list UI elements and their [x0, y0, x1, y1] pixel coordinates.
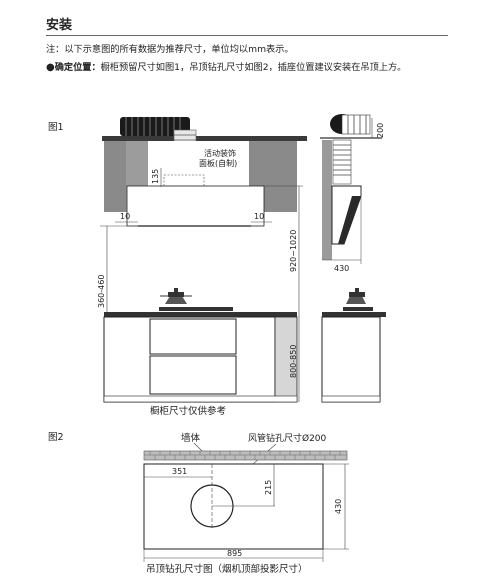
- side-pot-icon: [343, 288, 373, 311]
- countertop: [104, 312, 297, 317]
- panel-label-2: 面板(自制): [199, 158, 237, 168]
- dim-920-1020: 920~1020: [289, 230, 298, 272]
- wall-leader: [193, 442, 203, 452]
- dim-430: 430: [334, 499, 343, 514]
- side-countertop: [322, 312, 386, 317]
- dim-135: 135: [151, 169, 160, 184]
- side-upper-cabinet: [322, 140, 332, 260]
- dim-215: 215: [264, 480, 273, 495]
- section-title: 安装: [46, 18, 73, 33]
- side-hood-profile: [331, 185, 362, 245]
- figure-1-caption: 橱柜尺寸仅供参考: [150, 405, 226, 417]
- drawer-top: [149, 318, 237, 355]
- hood-body: [126, 185, 265, 227]
- duct-hole-label: 风管钻孔尺寸Ø200: [248, 432, 327, 444]
- dim-895: 895: [227, 549, 242, 558]
- dim-10-right: 10: [254, 212, 264, 221]
- base-plinth: [103, 395, 298, 403]
- note-text: 注：以下示意图的所有数据为推荐尺寸，单位均以mm表示。: [46, 44, 294, 55]
- pot-icon: [159, 288, 233, 311]
- ceiling-slab: [102, 136, 307, 141]
- wall-strip: [143, 450, 348, 461]
- panel-label-1: 活动装饰: [204, 148, 236, 158]
- drawer-bottom: [149, 355, 237, 395]
- side-plinth: [321, 395, 381, 403]
- figure-2-label: 图2: [48, 432, 64, 443]
- side-base-cabinet: [321, 316, 381, 403]
- dim-10-left: 10: [120, 212, 130, 221]
- side-duct-vertical: [332, 139, 352, 185]
- dim-800-850: 800-850: [289, 345, 298, 378]
- decor-panel: [148, 141, 249, 186]
- figure-1-label: 图1: [48, 122, 64, 133]
- dim-200: 200: [376, 123, 385, 138]
- dim-360-460: 360-460: [97, 275, 106, 308]
- position-paragraph: ●确定位置：橱柜预留尺寸如图1，吊顶钻孔尺寸如图2，插座位置建议安装在吊顶上方。: [46, 60, 456, 75]
- side-duct-elbow: [330, 114, 371, 135]
- wall-label: 墙体: [181, 432, 201, 444]
- upper-cabinet-right-lower: [264, 186, 297, 212]
- upper-cabinet-right: [249, 141, 297, 186]
- position-label: 确定位置：: [54, 62, 101, 73]
- position-text: 橱柜预留尺寸如图1，吊顶钻孔尺寸如图2，插座位置建议安装在吊顶上方。: [100, 62, 407, 73]
- bullet-icon: ●: [46, 62, 55, 73]
- title-divider: [46, 35, 448, 36]
- figure-2-caption: 吊顶钻孔尺寸图（烟机顶部投影尺寸）: [146, 563, 308, 575]
- dim-351: 351: [172, 467, 187, 476]
- dim-430-side: 430: [334, 264, 349, 273]
